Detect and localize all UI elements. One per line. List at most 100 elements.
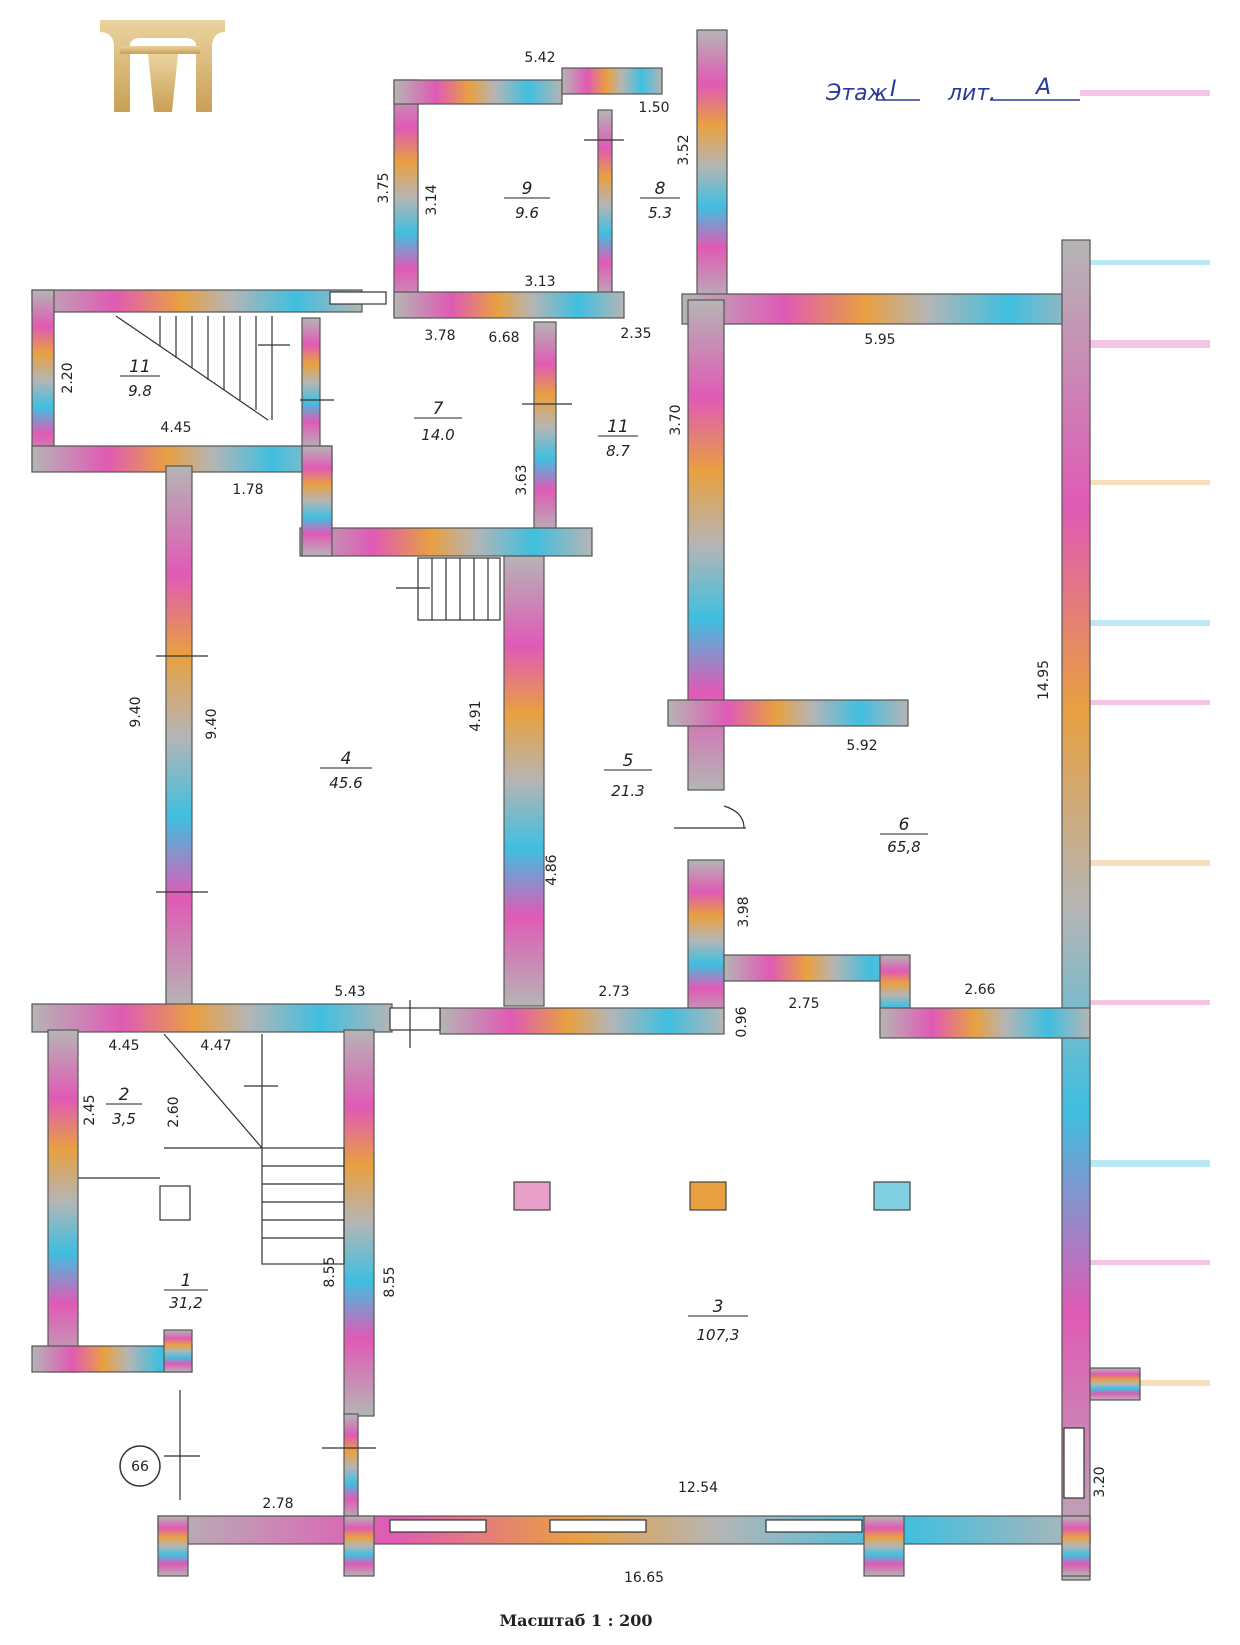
dim-label: 9.40	[204, 708, 220, 739]
dim-label: 2.60	[166, 1096, 182, 1127]
wall-segment	[393, 79, 419, 317]
wall-segment	[343, 1029, 375, 1417]
wall-segment	[1061, 239, 1091, 1581]
staircase-room11	[115, 315, 290, 421]
svg-text:31,2: 31,2	[169, 1294, 202, 1312]
dim-label: 3.78	[424, 328, 455, 344]
floor-label: Этаж	[825, 81, 888, 106]
dim-label: 2.78	[262, 1496, 293, 1512]
svg-text:65,8: 65,8	[887, 838, 920, 856]
svg-text:5: 5	[623, 751, 634, 771]
dim-label: 6.68	[488, 330, 519, 346]
window	[389, 1519, 487, 1533]
wall-segment	[1061, 1515, 1091, 1577]
svg-text:8: 8	[655, 179, 666, 199]
svg-text:6: 6	[899, 815, 910, 835]
svg-text:4: 4	[341, 749, 352, 769]
svg-text:5.3: 5.3	[648, 204, 672, 222]
dim-label: 3.20	[1092, 1466, 1108, 1497]
svg-text:1: 1	[181, 1271, 192, 1291]
doors	[78, 139, 746, 1500]
dim-label: 4.86	[544, 854, 560, 885]
door-swing	[723, 805, 745, 829]
pillar	[873, 1181, 911, 1211]
wall-segment	[503, 555, 545, 1007]
floor-value: I	[890, 77, 897, 102]
room-9-label: 9 9.6	[504, 179, 550, 222]
wall-segment	[696, 29, 728, 303]
dim-label: 9.40	[128, 696, 144, 727]
wall-segment	[343, 1515, 375, 1577]
dim-label: 2.45	[82, 1094, 98, 1125]
dim-label: 8.55	[382, 1266, 398, 1297]
dim-label: 1.78	[232, 482, 263, 498]
room-1-label: 1 31,2	[164, 1271, 208, 1312]
svg-text:11: 11	[607, 417, 629, 437]
dim-label: 3.52	[676, 134, 692, 165]
svg-text:3: 3	[713, 1297, 724, 1317]
wall-segment	[301, 445, 333, 557]
wall-segment	[343, 1413, 359, 1521]
dim-label: 4.91	[468, 700, 484, 731]
dim-label: 5.95	[864, 332, 895, 348]
staircase-room1	[163, 1033, 345, 1265]
wall-segment	[299, 527, 593, 557]
svg-text:9: 9	[522, 179, 533, 199]
dim-label: 4.45	[108, 1038, 139, 1054]
svg-text:9.6: 9.6	[515, 204, 539, 222]
dim-label: 3.14	[424, 184, 440, 215]
dim-label: 4.45	[160, 420, 191, 436]
wall-segment	[157, 1515, 189, 1577]
wall-segment	[533, 321, 557, 533]
wall-segment	[47, 1029, 79, 1373]
window	[389, 1007, 441, 1031]
room-2-label: 2 3,5	[106, 1085, 142, 1128]
circled-mark-label: 66	[131, 1459, 149, 1475]
dim-label: 5.43	[334, 984, 365, 1000]
wall-segment	[165, 465, 193, 1007]
dim-label: 1.50	[638, 100, 669, 116]
dim-label: 2.75	[788, 996, 819, 1012]
dim-label: 4.47	[200, 1038, 231, 1054]
dim-label: 3.63	[514, 464, 530, 495]
dimensions: 5.42 1.50 3.52 3.75 3.14 3.13 3.78 6.68 …	[60, 50, 1108, 1586]
wall-segment	[863, 1515, 905, 1577]
svg-text:8.7: 8.7	[606, 442, 630, 460]
wall-segment	[561, 67, 663, 95]
wall-segment	[31, 1003, 393, 1033]
scale-label: Масштаб 1 : 200	[499, 1611, 652, 1630]
pillar	[513, 1181, 551, 1211]
wall-segment	[687, 859, 725, 1021]
svg-text:11: 11	[129, 357, 151, 377]
svg-text:9.8: 9.8	[128, 382, 152, 400]
room-labels: 9 9.6 8 5.3 11 9.8 7 14.0 11 8.7 5 4	[106, 179, 928, 1344]
wall-segment	[879, 1007, 1091, 1039]
dim-label: 2.73	[598, 984, 629, 1000]
wall-segment	[439, 1007, 725, 1035]
svg-text:21.3: 21.3	[611, 782, 644, 800]
wall-segment	[597, 109, 613, 301]
fixture	[159, 1185, 191, 1221]
svg-text:3,5: 3,5	[112, 1110, 136, 1128]
svg-text:2: 2	[119, 1085, 130, 1105]
dim-label: 2.20	[60, 362, 76, 393]
dim-label: 8.55	[322, 1256, 338, 1287]
dim-label: 3.98	[736, 896, 752, 927]
window	[765, 1519, 863, 1533]
window	[1063, 1427, 1085, 1499]
room-11-corridor-label: 11 8.7	[598, 417, 638, 460]
room-6-label: 6 65,8	[880, 815, 928, 856]
room-11-stair-label: 11 9.8	[120, 357, 160, 400]
wall-segment	[31, 289, 363, 313]
dim-label: 14.95	[1036, 660, 1052, 700]
room-3-label: 3 107,3	[688, 1297, 748, 1344]
window	[549, 1519, 647, 1533]
wall-segment	[1089, 1367, 1141, 1401]
letter-value: A	[1034, 75, 1051, 100]
room-8-label: 8 5.3	[640, 179, 680, 222]
dim-label: 12.54	[678, 1480, 718, 1496]
pillar	[689, 1181, 727, 1211]
walls	[31, 29, 1141, 1581]
wall-segment	[393, 291, 625, 319]
